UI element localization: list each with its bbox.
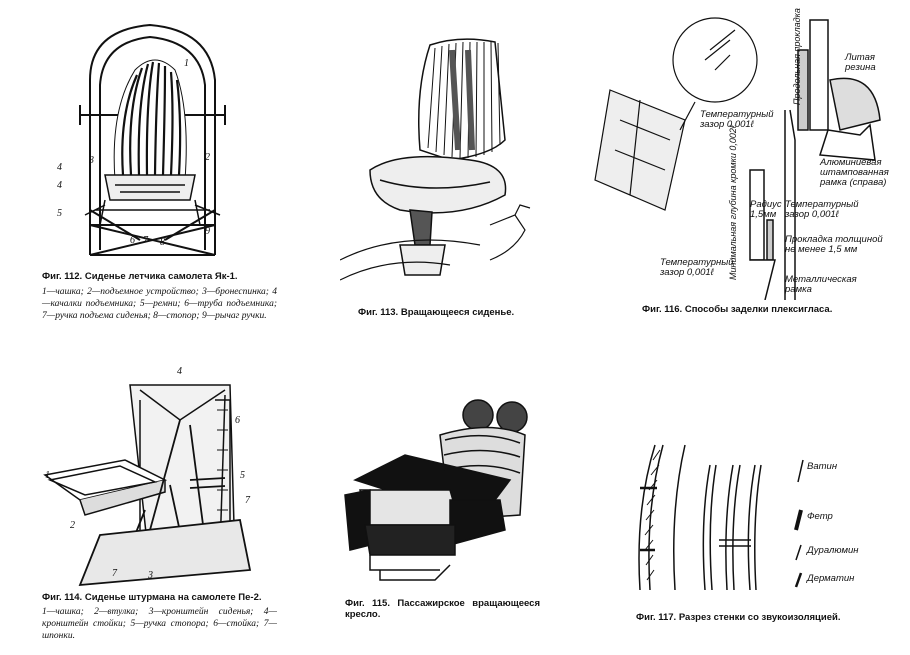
- fig117-caption: Фиг. 117. Разрез стенки со звукоизоляцие…: [636, 612, 886, 623]
- marker-2: 2: [70, 520, 75, 531]
- marker-6: 7: [143, 235, 148, 246]
- marker-6: 6: [235, 415, 240, 426]
- marker-1: 2: [205, 152, 210, 163]
- material-vatin: Ватин: [807, 461, 838, 472]
- fig113-title: Фиг. 113. Вращающееся сиденье.: [358, 307, 515, 318]
- rotating-seat-drawing: [340, 38, 531, 281]
- marker-7a: 7: [245, 495, 250, 506]
- marker-7b: 7: [112, 568, 117, 579]
- figure-117: Ватин Фетр Дуралюмин Дерматин: [615, 440, 895, 600]
- fig115-title: Фиг. 115. Пассажирское вращающееся кресл…: [345, 598, 540, 620]
- figure-113: [340, 30, 560, 290]
- cast-rubber-label: Литая резина: [845, 52, 876, 73]
- fig113-caption: Фиг. 113. Вращающееся сиденье.: [358, 307, 558, 318]
- figure-112: 1 2 3 4 4 5 6 7 8 9: [45, 10, 255, 265]
- marker-7: 4: [57, 162, 62, 173]
- gasket-thickness-label: Прокладка толщиной не менее 1,5 мм: [785, 234, 883, 255]
- passenger-chair-drawing: [344, 399, 528, 581]
- radius-label: Радиус 1,5мм: [750, 199, 782, 220]
- temp-gap-top-label: Температурный зазор 0,001ℓ: [700, 109, 774, 130]
- fig116-title: Фиг. 116. Способы заделки плексигласа.: [642, 304, 833, 315]
- fig112-caption: Фиг. 112. Сиденье летчика самолета Як-1.…: [42, 271, 277, 322]
- marker-5: 5: [240, 470, 245, 481]
- material-dermatin: Дерматин: [807, 573, 855, 584]
- plexiglass-mounting-drawing: [594, 17, 881, 300]
- long-gasket-label: Продольная прокладка: [792, 8, 802, 105]
- marker-3: 3: [148, 570, 153, 581]
- pilot-seat-yak1-drawing: [79, 23, 226, 256]
- marker-2: 6: [130, 235, 135, 246]
- temp-gap-mid-label: Температурный зазор 0,001ℓ: [785, 199, 859, 220]
- metal-frame-label: Металлическая рамка: [785, 274, 857, 295]
- sound-insulation-wall-drawing: [638, 444, 804, 591]
- fig114-caption: Фиг. 114. Сиденье штурмана на самолете П…: [42, 592, 277, 642]
- marker-8: 9: [205, 226, 210, 237]
- figure-115: [340, 395, 540, 595]
- material-duralumin: Дуралюмин: [807, 545, 859, 556]
- marker-9: 4: [57, 180, 62, 191]
- fig114-title: Фиг. 114. Сиденье штурмана на самолете П…: [42, 592, 262, 603]
- marker-4a: 5: [57, 208, 62, 219]
- fig112-title: Фиг. 112. Сиденье летчика самолета Як-1.: [42, 271, 238, 282]
- fig114-legend: 1—чашка; 2—втулка; 3—кронштейн сиденья; …: [42, 607, 277, 641]
- marker-1: 1: [45, 470, 50, 481]
- figure-116: Продольная прокладка Литая резина Темпер…: [590, 8, 900, 300]
- fig112-legend: 1—чашка; 2—подъемное устройство; 3—броне…: [42, 287, 277, 321]
- fig116-caption: Фиг. 116. Способы заделки плексигласа.: [642, 304, 862, 315]
- fig117-title: Фиг. 117. Разрез стенки со звукоизоляцие…: [636, 612, 841, 623]
- material-fetr: Фетр: [807, 511, 833, 522]
- temp-gap-bottom-label: Температурный зазор 0,001ℓ: [660, 257, 734, 278]
- figure-114: 4 6 5 7 1 2 7 3: [40, 360, 270, 590]
- navigator-seat-pe2-drawing: [43, 384, 252, 587]
- al-frame-label: Алюминиевая штампованная рамка (справа): [820, 157, 889, 188]
- fig115-caption: Фиг. 115. Пассажирское вращающееся кресл…: [345, 598, 540, 620]
- marker-4b: 8: [160, 237, 165, 248]
- marker-3: 1: [184, 58, 189, 69]
- marker-4: 4: [177, 366, 182, 377]
- marker-5: 3: [89, 155, 94, 166]
